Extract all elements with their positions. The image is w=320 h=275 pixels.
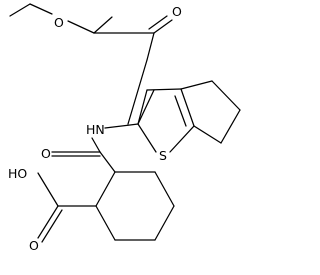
acid-carbonyl-oxygen-label: O [29,238,39,253]
cyclohexane-c1-c2-bond [95,171,116,207]
cyclohexane-c4-c5-bond [154,205,175,241]
ester-o-carbonyl-bond [67,20,95,34]
cyclohexane-c5-c6-bond [154,171,175,207]
ester-carbonyl-oxygen-label: O [172,4,182,19]
thiophene-c3a-c6a-bond [180,88,195,127]
molecule-drawing: O O HN S O HO O [8,3,241,253]
acid-c-o-double-a [37,205,59,239]
ester-c-ring-bond [146,32,155,61]
thiophene-s-c2-bond [137,123,157,153]
structure-canvas: O O HN S O HO O [8,3,241,253]
thiophene-c3-c2-double [137,89,155,125]
nh-amide-c-bond [91,137,101,153]
cyclohexane-c2-c3-bond [95,205,116,241]
amide-c-cyclohexane-bond [99,151,116,173]
cyclopentane-c3a-c4-bond [180,80,213,90]
acid-c-o-double-b [41,209,63,243]
amide-nh-label: HN [86,122,105,137]
ester-carbonyl-o-bond-2 [148,15,168,30]
thiophene-c3-c2-bond [127,59,148,125]
ester-carbonyl-o-bond [153,19,173,34]
amide-oxygen-label: O [41,146,51,161]
thiophene-c3a-c6a-double [174,95,187,127]
cyclopentane-c6-c6a-bond [193,125,222,144]
ester-ether-oxygen-label: O [54,15,64,30]
ethyl-ch2-o-bond [29,3,53,15]
thiophene-c6a-s-bond [169,125,195,153]
cyclopentane-c4-c5-bond [211,80,241,111]
ethyl-terminal-bond [9,3,31,17]
thiophene-c3-c2-single [137,89,148,125]
thiophene-sulfur-label: S [159,148,167,163]
cyclopentane-c5-c6-bond [220,109,241,144]
ester-carbonyl-double-bond-b [93,16,113,34]
acid-hydroxyl-label: HO [8,166,27,181]
c2-nh-bond [104,123,139,129]
acid-c-oh-bond [37,172,59,207]
thiophene-c3-c3a-bond [146,88,182,91]
